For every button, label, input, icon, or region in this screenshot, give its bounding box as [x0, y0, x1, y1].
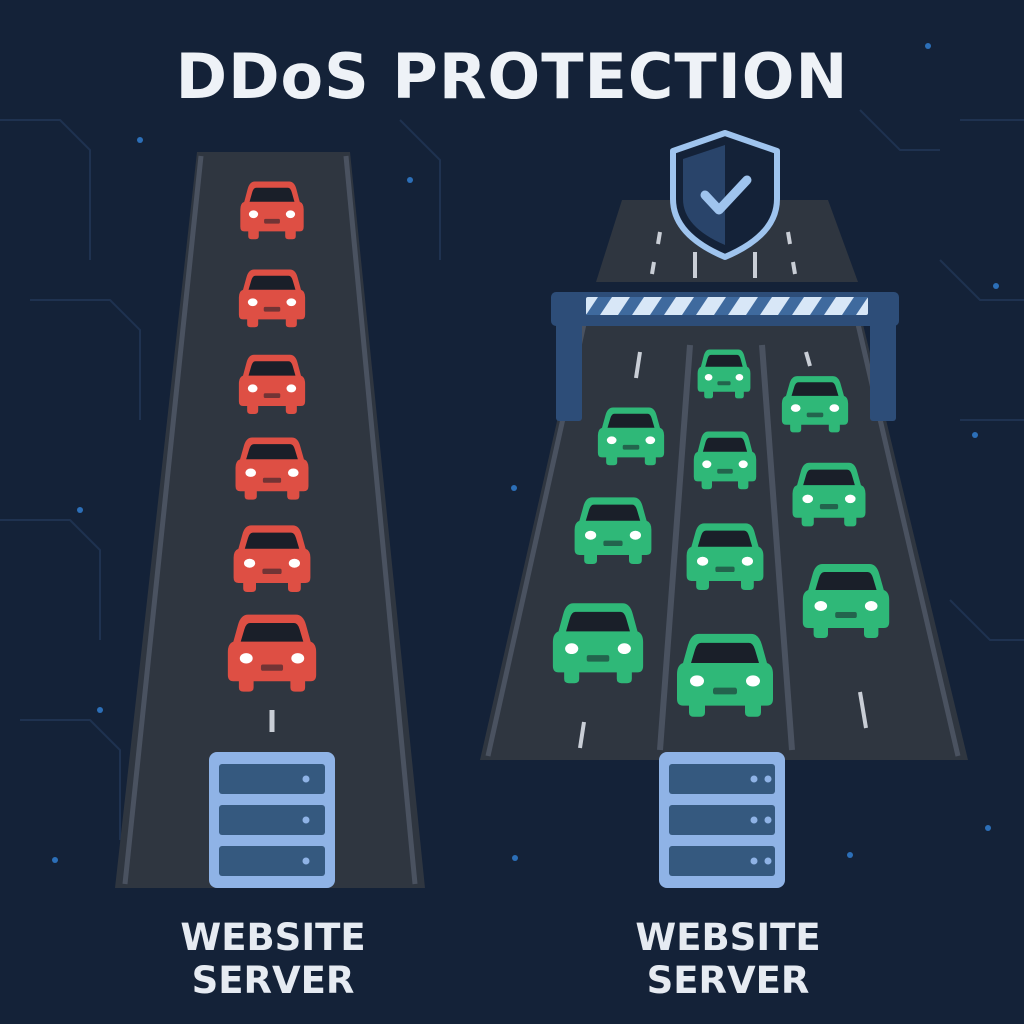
red-car: [240, 181, 304, 240]
left-road: [115, 152, 425, 888]
left-server-label-line2: SERVER: [191, 959, 355, 1002]
left-server-label-line1: WEBSITE: [180, 916, 366, 959]
circuit-nodes: [52, 43, 999, 863]
right-server-icon: [659, 752, 785, 888]
shield-check-icon: [670, 130, 780, 260]
circuit-background: [0, 109, 1024, 840]
green-car: [781, 376, 849, 433]
red-car: [235, 437, 309, 500]
right-server-label-line2: SERVER: [646, 959, 810, 1002]
right-server-label-line1: WEBSITE: [635, 916, 821, 959]
green-car: [677, 633, 773, 717]
green-car: [597, 407, 665, 466]
green-car: [792, 462, 866, 527]
green-car: [574, 497, 652, 564]
green-car: [552, 603, 644, 684]
green-car: [686, 523, 764, 590]
red-car: [238, 354, 306, 414]
green-car: [693, 431, 757, 490]
red-car: [238, 269, 306, 328]
green-car: [802, 564, 890, 638]
left-server-icon: [209, 752, 335, 888]
red-car: [227, 614, 317, 692]
diagram-title: DDoS PROTECTION: [175, 40, 849, 113]
green-car: [697, 349, 751, 399]
right-server-label: WEBSITE SERVER: [598, 916, 858, 1002]
left-server-label: WEBSITE SERVER: [143, 916, 403, 1002]
red-car: [233, 525, 311, 592]
security-gate: [551, 292, 899, 421]
